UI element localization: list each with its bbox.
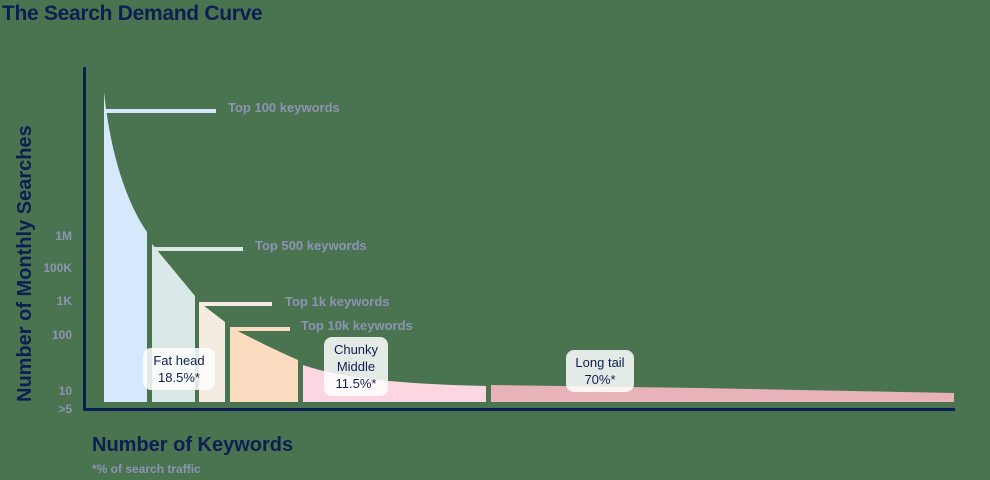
chunky-share: 11.5%* bbox=[335, 376, 377, 391]
fat-head-share: 18.5%* bbox=[158, 370, 200, 385]
chunky-name-1: Chunky bbox=[333, 342, 379, 357]
label-chunky-middle: Chunky Middle 11.5%* bbox=[324, 337, 388, 396]
label-long-tail: Long tail 70%* bbox=[566, 350, 634, 392]
chunky-name-2: Middle bbox=[336, 359, 376, 374]
footnote: *% of search traffic bbox=[92, 462, 201, 476]
y-tick-1k: 1K bbox=[56, 294, 72, 308]
area-top10k bbox=[230, 327, 298, 402]
label-fat-head: Fat head 18.5%* bbox=[143, 348, 215, 390]
y-tick-100: 100 bbox=[51, 328, 72, 342]
y-tick-100k: 100K bbox=[43, 261, 72, 275]
y-axis-label: Number of Monthly Searches bbox=[14, 125, 36, 402]
x-axis bbox=[83, 408, 955, 411]
fat-head-name: Fat head bbox=[153, 353, 205, 368]
callout-line-top1k bbox=[199, 302, 272, 306]
y-tick-5: >5 bbox=[58, 402, 72, 416]
y-tick-1m: 1M bbox=[55, 229, 72, 243]
callout-line-top100 bbox=[104, 109, 216, 113]
area-long-tail bbox=[491, 385, 954, 402]
callout-top1k: Top 1k keywords bbox=[285, 294, 390, 309]
callout-top10k: Top 10k keywords bbox=[301, 318, 413, 333]
x-axis-label: Number of Keywords bbox=[92, 434, 294, 456]
area-top100 bbox=[104, 92, 147, 402]
y-tick-10: 10 bbox=[58, 384, 72, 398]
callout-top500: Top 500 keywords bbox=[255, 238, 367, 253]
long-tail-share: 70%* bbox=[584, 372, 616, 387]
callout-top100: Top 100 keywords bbox=[228, 100, 340, 115]
y-axis bbox=[83, 67, 86, 411]
callout-line-top10k bbox=[230, 327, 290, 331]
long-tail-name: Long tail bbox=[575, 355, 625, 370]
callout-line-top500 bbox=[152, 247, 243, 251]
chart-title: The Search Demand Curve bbox=[2, 2, 263, 25]
